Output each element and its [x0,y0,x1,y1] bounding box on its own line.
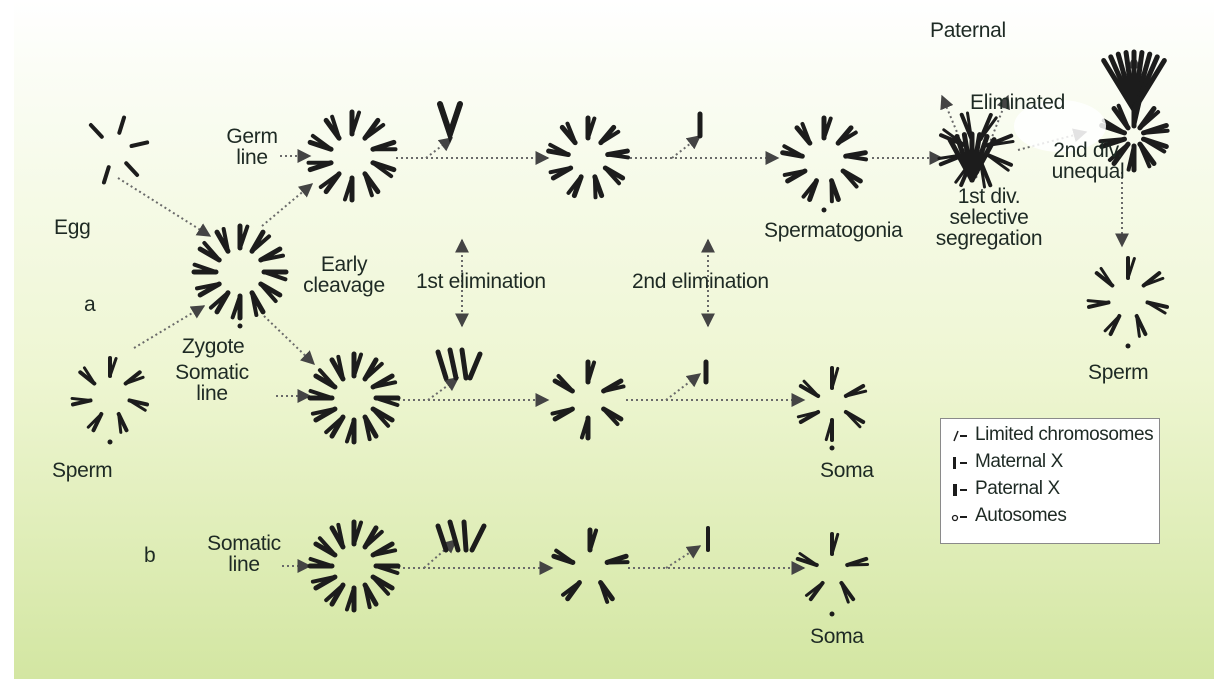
germ-line-label: Germ line [222,126,282,168]
legend-label-autosomes: Autosomes [975,506,1066,526]
first-elimination-label: 1st elimination [416,271,546,292]
early-cleavage-label-line2: cleavage [296,275,392,296]
row-b-label: b [144,545,155,566]
soma-b-label: Soma [810,626,864,647]
second-division-label-line2: unequal [1042,161,1134,182]
row-a-label: a [84,294,95,315]
eliminated-group-somatic-b [438,522,484,550]
somatic-b-cluster-1 [310,522,398,610]
egg-label: Egg [54,217,90,238]
somatic-line-b-label-line1: Somatic [204,533,284,554]
zygote-to-germline-arrow [262,184,312,226]
somatic-b-cluster-3 [798,534,868,617]
germline-cluster-2 [549,118,628,197]
egg-to-zygote-arrow [118,178,210,236]
first-division-label-line1: 1st div. [924,186,1054,207]
germ-line-label-line1: Germ [222,126,282,147]
somatic-a-branch-2 [666,374,700,400]
germline-branch-2 [672,136,700,158]
paternal-label: Paternal [930,20,1006,41]
second-division-label-line1: 2nd div. [1042,140,1134,161]
legend-label-limited: Limited chromosomes [975,425,1153,445]
somatic-line-a-label-line1: Somatic [172,362,252,383]
germ-line-label-line2: line [222,147,282,168]
first-division-label-line3: segregation [924,228,1054,249]
early-cleavage-label-line1: Early [296,254,392,275]
legend-item-limited: Limited chromosomes [949,425,1189,447]
paternal-fan-top [1104,52,1165,110]
early-cleavage-label: Early cleavage [296,254,392,296]
legend-item-autosomes: Autosomes [949,506,1189,528]
somatic-a-branch-1 [428,378,458,400]
somatic-b-branch-1 [424,540,456,568]
sperm-left-chromosomes [72,358,147,445]
sperm-right-label: Sperm [1088,362,1148,383]
zygote-chromosomes [194,226,286,329]
eliminated-chromosomes [438,104,708,550]
maternal-x-icon [951,456,967,470]
eliminated-label: Eliminated [970,92,1065,113]
egg-chromosomes [91,118,147,183]
legend-label-maternal: Maternal X [975,452,1063,472]
somatic-line-b-label: Somatic line [204,533,284,575]
somatic-b-branch-2 [666,546,700,568]
first-division-label: 1st div. selective segregation [924,186,1054,249]
zygote-to-somatic-arrow [264,316,314,364]
somatic-b-cluster-2 [554,530,628,602]
zygote-label: Zygote [182,336,244,357]
legend-item-paternal: Paternal X [949,479,1189,501]
first-division-label-line2: selective [924,207,1054,228]
somatic-line-a-label-line2: line [172,383,252,404]
autosome-icon [951,510,967,524]
somatic-a-cluster-1 [310,354,398,442]
germline-cluster-1 [309,112,396,200]
germline-branch-1 [426,138,452,158]
eliminated-v-1 [440,104,460,134]
legend-box: Limited chromosomes Maternal X Paternal … [940,418,1160,544]
legend-label-paternal: Paternal X [975,479,1060,499]
diagram-canvas: Egg Sperm Zygote a b Germ line Somatic l… [14,0,1214,679]
second-division-label: 2nd div. unequal [1042,140,1134,182]
somatic-line-b-label-line2: line [204,554,284,575]
spermatogonia-cluster [783,118,866,213]
legend-item-maternal: Maternal X [949,452,1189,474]
spermatogonia-label: Spermatogonia [764,220,903,241]
sperm-right-chromosomes [1088,258,1167,349]
limited-chromosome-icon [951,429,967,443]
somatic-a-cluster-2 [552,362,623,438]
paternal-x-icon [951,483,967,497]
somatic-line-a-label: Somatic line [172,362,252,404]
somatic-a-cluster-3 [798,368,865,451]
eliminated-group-somatic-a [438,350,480,378]
sperm-left-label: Sperm [52,460,112,481]
second-elimination-label: 2nd elimination [632,271,769,292]
soma-a-label: Soma [820,460,874,481]
